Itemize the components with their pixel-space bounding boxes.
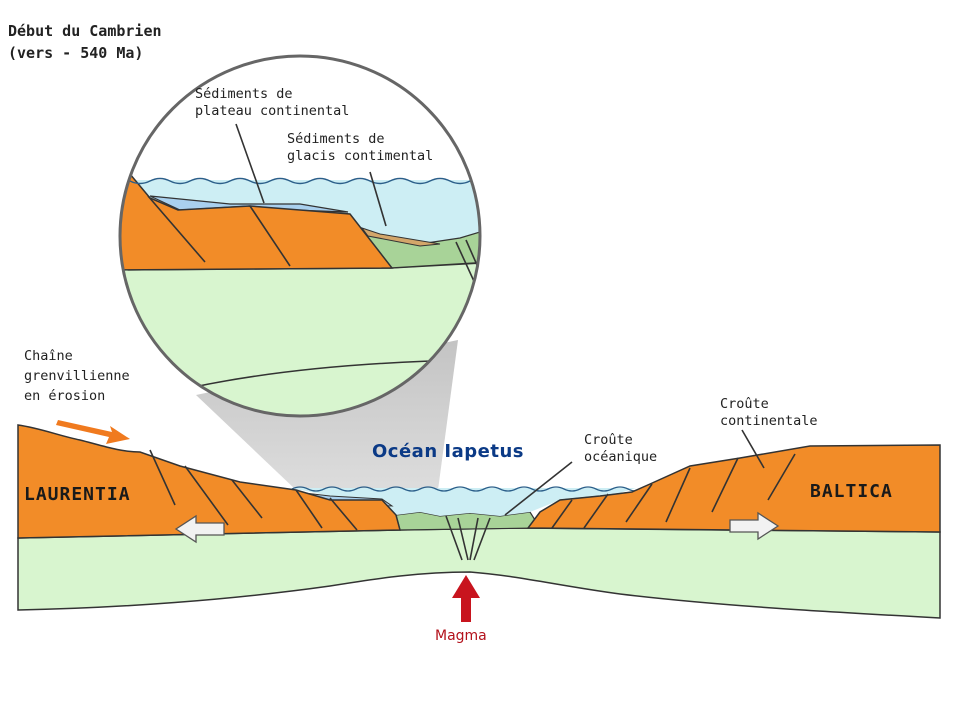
title-line-1: Début du Cambrien (8, 22, 162, 40)
continental-crust-pointer (741, 429, 765, 469)
shelf-sediments-label-1: Sédiments de (195, 86, 293, 102)
shelf-sediments-label-2: plateau continental (195, 103, 349, 119)
title-line-2: (vers - 540 Ma) (8, 44, 143, 62)
left-divergence-arrow (174, 514, 225, 544)
laurentia-block (17, 424, 401, 539)
faults-east (551, 453, 796, 529)
cross-section (17, 420, 941, 622)
oceanic-crust (395, 511, 542, 531)
laurentia-label: LAURENTIA (24, 484, 131, 505)
ocean-wave-line (291, 486, 641, 492)
magnified-inset (118, 54, 482, 418)
magma-label: Magma (435, 628, 487, 644)
ocean-water (292, 488, 636, 516)
erosion-arrow (56, 420, 130, 444)
magma-arrow (452, 575, 480, 622)
oceanic-crust-label-2: océanique (584, 449, 657, 465)
faults-west (149, 449, 358, 531)
continental-crust-label-1: Croûte (720, 396, 769, 412)
oceanic-crust-label-1: Croûte (584, 432, 633, 448)
chain-label-1: Chaîne (24, 348, 73, 364)
rift-dykes (445, 515, 491, 561)
baltica-label: BALTICA (810, 481, 893, 502)
chain-label-3: en érosion (24, 388, 105, 404)
continental-crust-label-2: continentale (720, 413, 818, 429)
baltica-block (526, 444, 941, 533)
mantle-layer (17, 527, 941, 619)
oceanic-crust-pointer (504, 461, 573, 516)
right-divergence-arrow (729, 511, 780, 541)
rise-sediments-label-1: Sédiments de (287, 131, 385, 147)
ocean-label: Océan Iapetus (372, 441, 524, 462)
chain-label-2: grenvillienne (24, 368, 130, 384)
rise-sediments-label-2: glacis contimental (287, 148, 433, 164)
